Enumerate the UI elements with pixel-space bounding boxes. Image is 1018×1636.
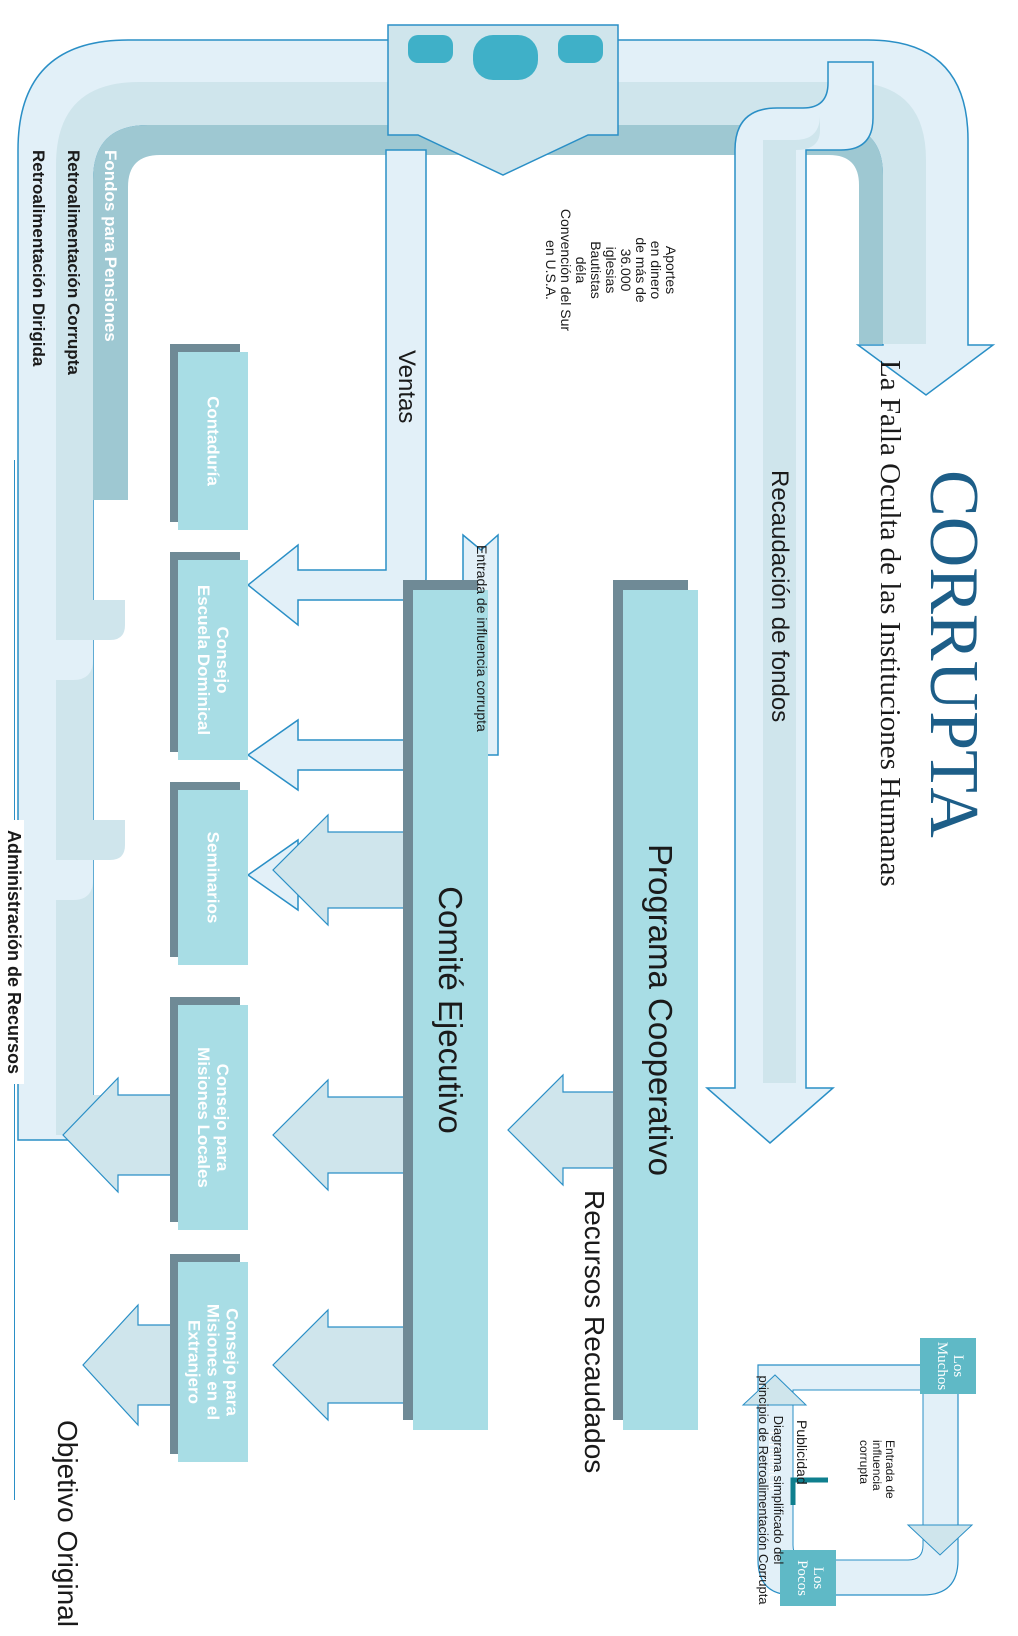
agency-contaduria: Contaduría <box>178 352 248 530</box>
f-source-slot-3 <box>408 35 453 63</box>
arrow-locales-objetivo <box>62 1076 189 1194</box>
agency-escuela-dominical: Consejo Escuela Dominical <box>178 560 248 760</box>
f-branch-4 <box>56 860 93 900</box>
recursos-recaudados-label: Recursos Recaudados <box>579 1190 610 1474</box>
agency-locales-label: Consejo para Misiones Locales <box>194 1047 232 1188</box>
arrow-comite-locales <box>272 1078 409 1192</box>
page-title: CORRUPTA <box>915 470 992 838</box>
mini-los-muchos: Los Muchos <box>920 1338 976 1394</box>
mini-arrow-corrupta <box>790 1477 828 1505</box>
mini-arrow-dinero <box>906 1524 974 1556</box>
admin-label: Administración de Recursos <box>3 820 24 1085</box>
agency-seminarios-label: Seminarios <box>203 831 223 924</box>
page-subtitle: La Falla Oculta de las Instituciones Hum… <box>874 360 906 887</box>
f-source-slot-1 <box>558 35 603 63</box>
mini-dinero-label: Dinero <box>958 1430 974 1472</box>
agency-escuela-label: Consejo Escuela Dominical <box>194 584 232 736</box>
f-ventas <box>246 149 427 627</box>
f-branch-2 <box>56 640 93 680</box>
mini-arrow-influencia <box>741 1374 808 1406</box>
retro-dirigida-label: Retroalimentación Dirigida <box>29 150 48 367</box>
objetivo-original-label: Objetivo Original <box>52 1420 83 1627</box>
recaudacion-label: Recaudación de fondos <box>766 470 793 723</box>
f-branch-1 <box>93 600 125 640</box>
arrow-prog-comite-real <box>507 1073 624 1187</box>
mini-diagram <box>741 1364 974 1596</box>
f-recaudacion-inner <box>763 115 820 1083</box>
ventas-label: Ventas <box>393 350 420 424</box>
arrow-comite-seminarios <box>272 813 409 927</box>
retro-corrupta-label: Retroalimentación Corrupta <box>64 150 83 375</box>
aportes-text: Aportes en dinero de más de 36.000 igles… <box>543 208 679 332</box>
f-branch-3 <box>93 820 125 860</box>
mini-caption: Diagrama simplificado del principio de R… <box>756 1375 786 1605</box>
programa-cooperativo-box: Programa Cooperativo <box>623 590 698 1430</box>
pensiones-label: Fondos para Pensiones <box>101 150 120 342</box>
mini-entrada-label: Entrada de influencia corrupta <box>857 1440 897 1499</box>
agency-misiones-extranjero: Consejo para Misiones en el Extranjero <box>178 1262 248 1462</box>
comite-ejecutivo-label: Comité Ejecutivo <box>432 886 470 1134</box>
arrow-comite-extranjero <box>272 1308 409 1422</box>
influencia-label: Entrada de influencia corrupta <box>474 545 490 732</box>
agency-extranjero-label: Consejo para Misiones en el Extranjero <box>184 1303 242 1421</box>
arrow-extranjero-objetivo <box>82 1303 189 1427</box>
f-source-slot-2 <box>473 35 538 80</box>
agency-seminarios: Seminarios <box>178 790 248 965</box>
programa-cooperativo-label: Programa Cooperativo <box>642 844 680 1176</box>
agency-misiones-locales: Consejo para Misiones Locales <box>178 1005 248 1230</box>
agency-contaduria-label: Contaduría <box>203 396 223 486</box>
mini-los-pocos: Los Pocos <box>780 1550 836 1606</box>
mini-publicidad-label: Publicidad <box>794 1420 810 1485</box>
